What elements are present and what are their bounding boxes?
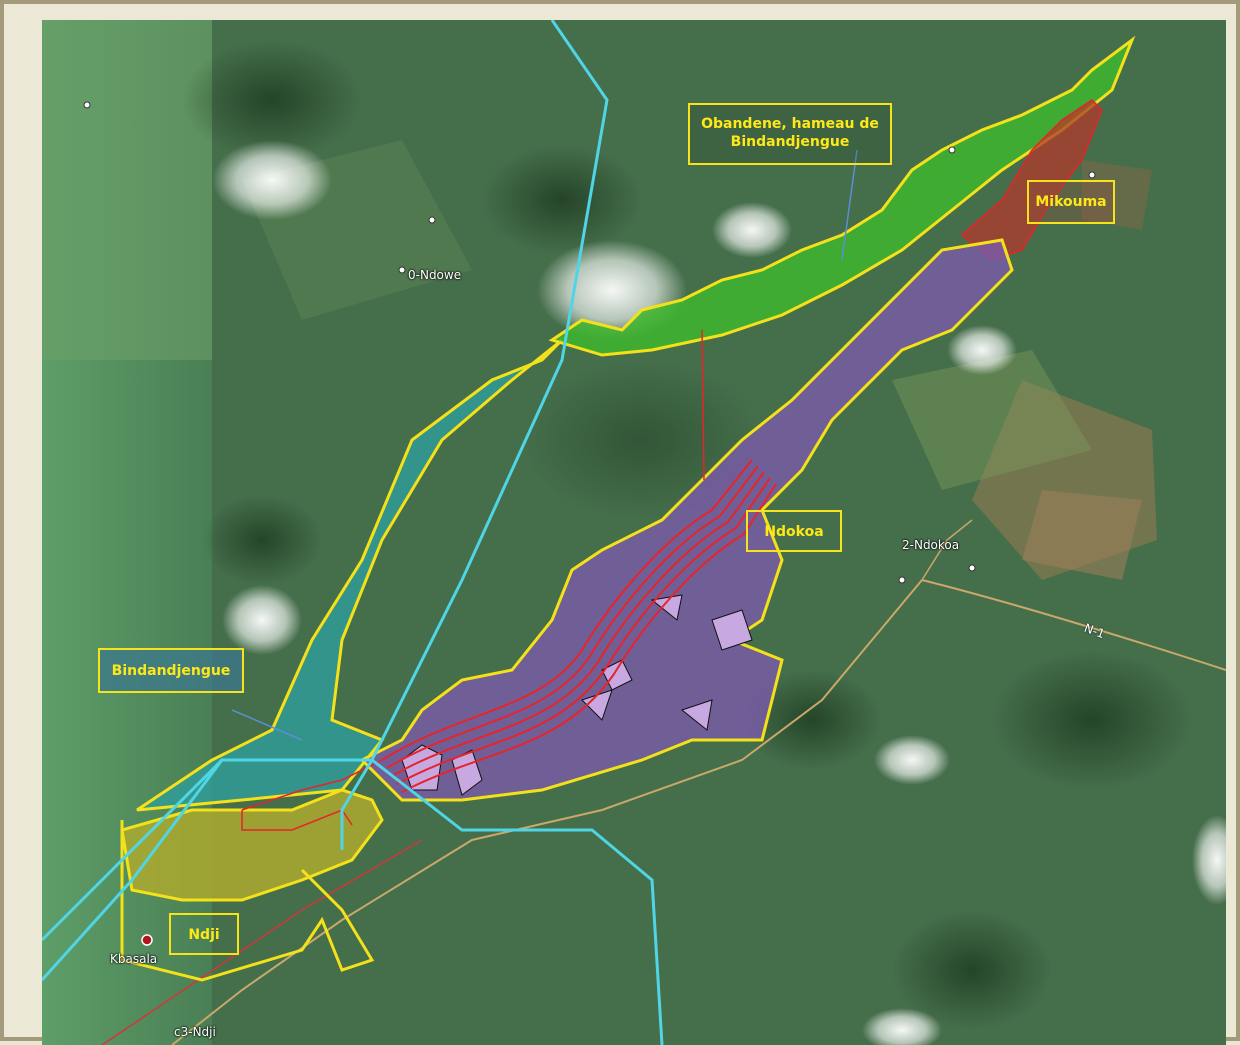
label-ndji: Ndji	[169, 913, 239, 955]
terrain-field-east2	[1022, 490, 1142, 580]
place-ndokoa2: 2-Ndokoa	[902, 538, 960, 552]
label-ndokoa: Ndokoa	[746, 510, 842, 552]
forest-patch	[742, 670, 882, 770]
patch	[711, 609, 753, 651]
pipeline-corridor	[396, 477, 771, 785]
cloud	[712, 202, 792, 258]
map-canvas	[42, 20, 1226, 1045]
road-main	[171, 579, 923, 1045]
terrain-field-ne	[1082, 160, 1152, 230]
zone-bindandjengue	[136, 338, 564, 812]
pipeline-west-box	[241, 809, 353, 831]
place-marker	[398, 266, 406, 274]
pipeline-corridor	[401, 483, 777, 793]
callout-arrow	[231, 709, 303, 741]
cloud	[874, 735, 950, 785]
place-ndowe: 0-Ndowe	[408, 268, 462, 282]
label-obandene-line1: Obandene, hameau de	[701, 116, 879, 132]
patch	[650, 594, 683, 621]
label-mikouma: Mikouma	[1027, 180, 1115, 224]
cloud	[862, 1008, 942, 1045]
place-ndji3: c3-Ndji	[174, 1025, 216, 1039]
satellite-map[interactable]: Obandene, hameau de Bindandjengue Mikoum…	[42, 20, 1226, 1045]
forest-patch	[992, 650, 1192, 790]
zone-ndokoa	[359, 238, 1014, 802]
road-n1	[921, 579, 1226, 671]
label-obandene-line2: Bindandjengue	[730, 134, 850, 150]
forest-patch	[482, 145, 642, 255]
zone-ndji	[120, 788, 384, 902]
pipeline-corridor	[391, 471, 765, 777]
place-marker	[968, 564, 976, 572]
boundary-line	[42, 759, 224, 982]
pipeline-corridor	[386, 465, 759, 769]
pipeline-corridor	[381, 459, 753, 761]
place-marker	[428, 216, 436, 224]
railway	[101, 839, 423, 1045]
patch	[601, 659, 633, 691]
forest-patch	[182, 40, 362, 160]
callout-arrow	[841, 149, 858, 261]
forest-patch	[202, 495, 322, 585]
road-spur	[921, 519, 973, 581]
pipeline-spur	[701, 329, 705, 481]
place-marker	[83, 101, 91, 109]
cloud	[212, 140, 332, 220]
place-marker	[898, 576, 906, 584]
place-marker	[1088, 171, 1096, 179]
pipeline-west	[241, 759, 383, 811]
place-marker	[141, 934, 153, 946]
zone-ndji-outline	[120, 820, 375, 982]
cloud	[947, 325, 1017, 375]
place-marker	[948, 146, 956, 154]
zone-obandene	[548, 35, 1136, 357]
label-bindandjengue: Bindandjengue	[98, 648, 244, 693]
boundary-line	[340, 759, 374, 850]
patch	[680, 699, 713, 731]
forest-patch	[892, 910, 1052, 1030]
boundary-line	[371, 758, 664, 1045]
cloud	[1192, 815, 1226, 905]
terrain-grass-east	[892, 350, 1092, 490]
terrain-top-left	[42, 20, 212, 360]
cloud	[222, 585, 302, 655]
label-obandene: Obandene, hameau de Bindandjengue	[688, 103, 892, 165]
place-kbasala: Kbasala	[110, 952, 158, 966]
